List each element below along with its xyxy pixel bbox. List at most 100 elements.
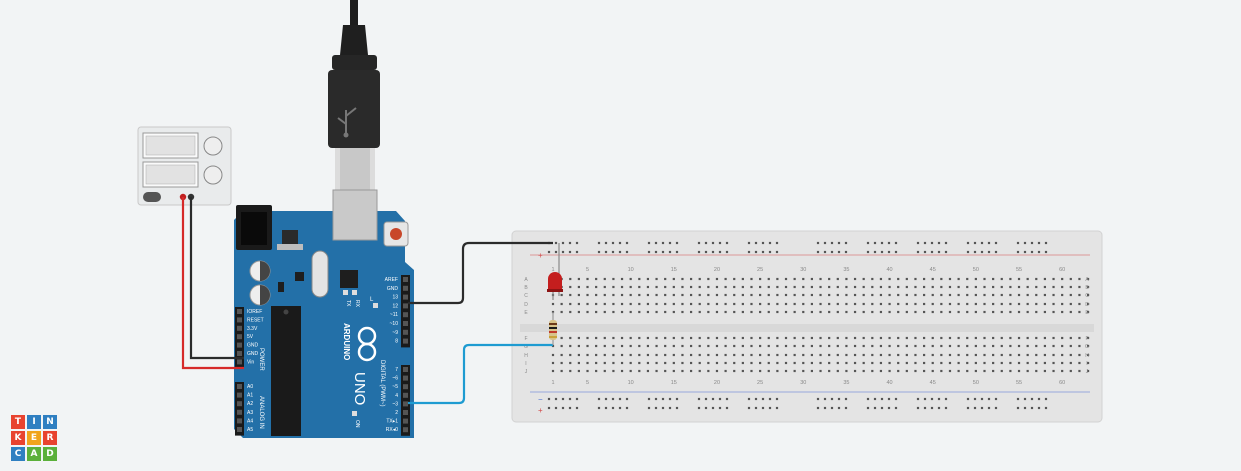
breadboard-hole[interactable] [905,310,908,314]
breadboard-hole[interactable] [1035,369,1038,373]
breadboard-hole[interactable] [836,285,839,289]
breadboard-hole[interactable] [974,285,977,289]
rail-hole[interactable] [775,241,779,245]
breadboard-hole[interactable] [577,293,580,297]
breadboard-hole[interactable] [724,369,727,373]
pin-digital-top-3[interactable] [403,303,408,309]
breadboard-hole[interactable] [1078,361,1081,365]
breadboard-hole[interactable] [966,353,969,357]
breadboard-hole[interactable] [1052,361,1055,365]
rail-hole[interactable] [916,250,920,254]
rail-hole[interactable] [823,250,827,254]
pin-digital-bottom-1[interactable] [403,375,408,381]
rail-hole[interactable] [823,406,827,410]
rail-hole[interactable] [704,397,708,401]
breadboard-hole[interactable] [759,293,762,297]
breadboard-hole[interactable] [992,369,995,373]
pin-analog-4[interactable] [237,418,242,424]
rail-hole[interactable] [973,397,977,401]
breadboard-hole[interactable] [897,361,900,365]
breadboard-hole[interactable] [741,369,744,373]
rail-hole[interactable] [823,397,827,401]
rail-hole[interactable] [866,406,870,410]
rail-hole[interactable] [916,406,920,410]
breadboard-hole[interactable] [879,353,883,357]
breadboard-hole[interactable] [974,353,977,357]
rail-hole[interactable] [873,397,877,401]
breadboard-hole[interactable] [810,277,813,281]
breadboard-hole[interactable] [1017,277,1021,281]
breadboard-hole[interactable] [1078,285,1081,289]
breadboard-holes[interactable] [547,241,1090,410]
breadboard-hole[interactable] [793,310,796,314]
rail-hole[interactable] [661,241,665,245]
breadboard-hole[interactable] [1061,369,1064,373]
breadboard-hole[interactable] [1000,344,1003,348]
rail-hole[interactable] [1030,250,1034,254]
breadboard-hole[interactable] [879,277,883,281]
breadboard-hole[interactable] [1078,336,1081,340]
breadboard-hole[interactable] [948,293,952,297]
breadboard-hole[interactable] [810,302,813,306]
breadboard-hole[interactable] [776,302,779,306]
breadboard-hole[interactable] [922,369,926,373]
breadboard-hole[interactable] [802,344,805,348]
breadboard-hole[interactable] [940,277,943,281]
rail-hole[interactable] [866,241,870,245]
rail-hole[interactable] [668,250,672,254]
rail-hole[interactable] [987,241,991,245]
breadboard-hole[interactable] [646,361,650,365]
breadboard-hole[interactable] [1052,344,1055,348]
breadboard-hole[interactable] [853,293,857,297]
breadboard-hole[interactable] [862,369,865,373]
breadboard-hole[interactable] [681,353,684,357]
rail-hole[interactable] [1023,406,1027,410]
breadboard-hole[interactable] [862,302,865,306]
breadboard-hole[interactable] [776,336,779,340]
breadboard-hole[interactable] [655,369,658,373]
breadboard-hole[interactable] [569,293,572,297]
rail-hole[interactable] [547,397,551,401]
pin-analog-0[interactable] [237,384,242,389]
rail-hole[interactable] [1030,406,1034,410]
breadboard-hole[interactable] [620,369,624,373]
breadboard-hole[interactable] [974,344,977,348]
breadboard-hole[interactable] [698,353,701,357]
pin-power-3[interactable] [237,334,242,340]
rail-hole[interactable] [966,241,970,245]
breadboard-hole[interactable] [672,336,675,340]
pin-digital-bottom-5[interactable] [403,410,408,415]
breadboard-hole[interactable] [629,353,632,357]
breadboard-hole[interactable] [741,336,744,340]
breadboard-hole[interactable] [595,302,598,306]
red-led[interactable] [547,243,563,300]
breadboard-hole[interactable] [551,302,555,306]
breadboard-hole[interactable] [905,293,908,297]
breadboard-hole[interactable] [612,302,615,306]
breadboard-hole[interactable] [784,302,788,306]
breadboard-hole[interactable] [784,344,788,348]
breadboard-hole[interactable] [629,310,632,314]
breadboard-hole[interactable] [638,285,641,289]
breadboard-hole[interactable] [914,361,917,365]
resistor[interactable] [549,312,557,345]
breadboard-hole[interactable] [992,285,995,289]
rail-hole[interactable] [711,241,715,245]
breadboard-hole[interactable] [698,361,701,365]
breadboard-hole[interactable] [646,293,650,297]
breadboard-hole[interactable] [1043,310,1047,314]
breadboard-hole[interactable] [793,285,796,289]
breadboard-hole[interactable] [620,353,624,357]
rail-hole[interactable] [937,397,941,401]
breadboard-hole[interactable] [1000,353,1003,357]
breadboard-hole[interactable] [836,361,839,365]
rail-hole[interactable] [994,397,998,401]
breadboard-hole[interactable] [672,285,675,289]
breadboard-hole[interactable] [966,285,969,289]
breadboard-hole[interactable] [810,285,813,289]
breadboard-hole[interactable] [698,369,701,373]
breadboard-hole[interactable] [646,285,650,289]
breadboard-hole[interactable] [940,361,943,365]
breadboard-hole[interactable] [853,361,857,365]
